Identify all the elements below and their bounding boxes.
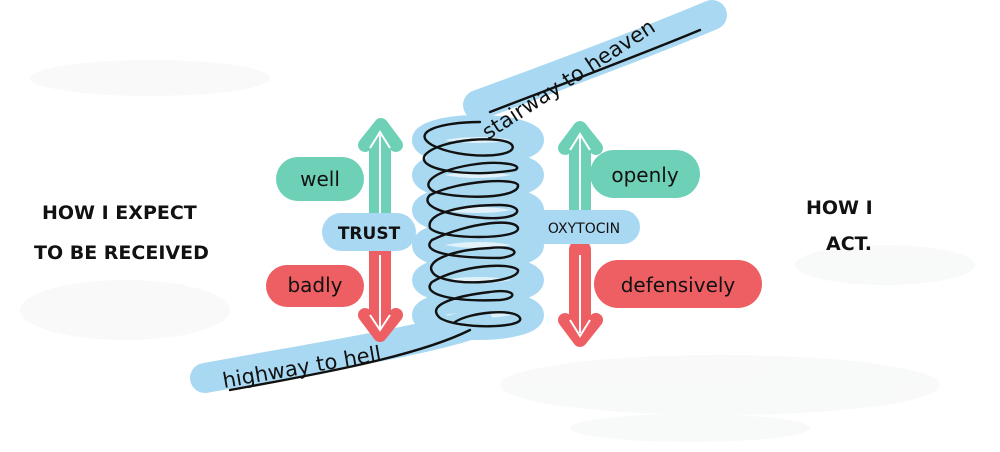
ribbon-end-top (589, 49, 599, 59)
spiral-line (422, 120, 522, 328)
defensively-pill (594, 260, 762, 308)
oxytocin-down-arrowhead (558, 313, 603, 347)
left-heading: HOW I EXPECT TO BE RECEIVED (34, 202, 209, 264)
trust-label: TRUST (338, 224, 401, 244)
right-heading-line-2: ACT. (826, 233, 872, 255)
well-pill (276, 157, 364, 201)
openly-pill (590, 150, 700, 198)
oxytocin-label: OXYTOCIN (548, 221, 620, 237)
trust-up-arrowhead (358, 118, 403, 152)
right-heading-line-1: HOW I (806, 197, 873, 219)
oxytocin-up-arrowhead (558, 121, 603, 155)
well-label: well (300, 167, 340, 191)
left-heading-line-1: HOW I EXPECT (42, 202, 197, 224)
defensively-label: defensively (621, 273, 736, 297)
oxytocin-pill (528, 210, 640, 244)
openly-label: openly (611, 163, 678, 187)
spiral-tail-line (228, 28, 702, 392)
trust-pill (322, 213, 416, 251)
background-smudges (20, 60, 975, 442)
right-scale: openly defensively OXYTOCIN (528, 121, 762, 347)
left-heading-line-2: TO BE RECEIVED (34, 242, 209, 264)
badly-pill (266, 265, 364, 307)
badly-label: badly (287, 273, 342, 297)
right-heading: HOW I ACT. (806, 197, 873, 255)
left-scale: well badly TRUST (266, 118, 416, 342)
trust-down-arrowhead (358, 308, 403, 342)
spiral-core (428, 128, 528, 328)
ribbon-end-bottom (198, 373, 208, 383)
